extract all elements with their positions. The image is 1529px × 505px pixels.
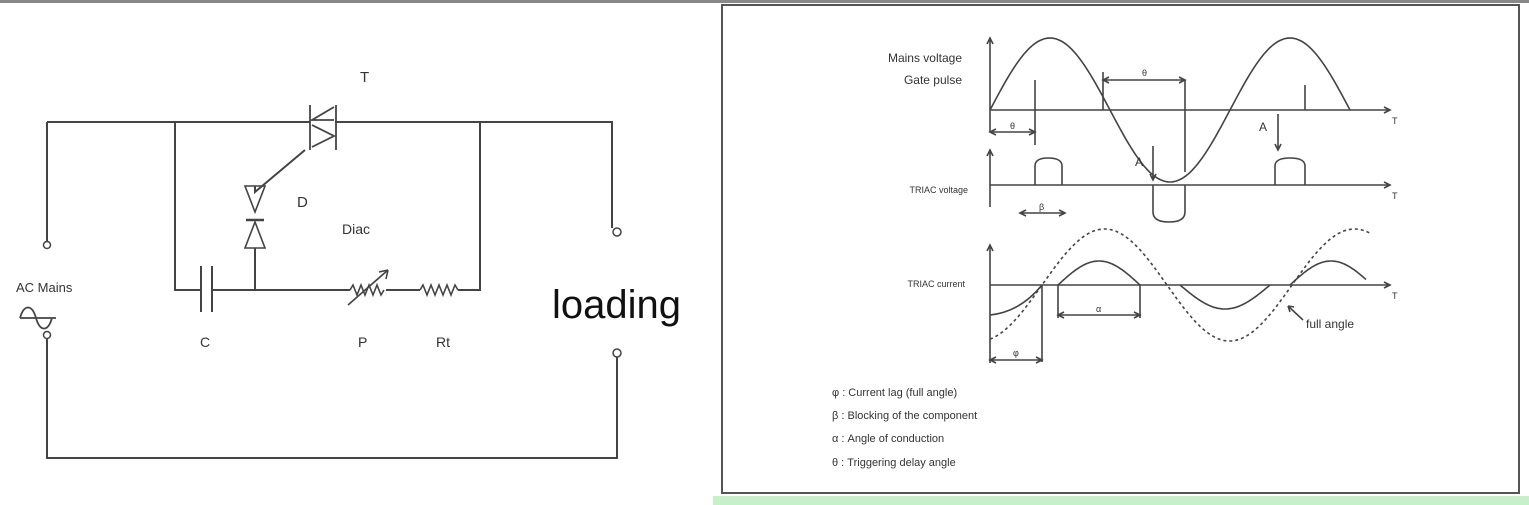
label-diac: Diac	[342, 221, 370, 237]
terminal-source-top	[42, 240, 52, 250]
legend-item: α : Angle of conduction	[832, 433, 944, 445]
triac-current-full-angle-wave	[989, 228, 1371, 342]
mark-full-angle: full angle	[1306, 317, 1354, 331]
label-ac-mains: AC Mains	[16, 280, 73, 295]
axis-t-1: T	[1392, 116, 1398, 126]
clipped-caption-strip	[0, 0, 1529, 3]
arrow-a-2	[1274, 114, 1282, 152]
axis-t-3: T	[1392, 291, 1398, 301]
label-d: D	[297, 194, 308, 211]
axis-1	[986, 36, 1392, 132]
beta-arrow	[1018, 209, 1067, 217]
mark-theta-1: θ	[1010, 121, 1015, 131]
triac-current-segment-4	[1289, 260, 1367, 286]
theta-arrow-2	[1101, 76, 1187, 84]
phi-arrow	[988, 356, 1044, 364]
terminal-load-bottom	[612, 348, 622, 358]
label-mains-voltage: Mains voltage	[888, 51, 962, 65]
label-triac: T	[360, 69, 369, 86]
wire-rt-to-right	[458, 122, 481, 291]
wire-top	[47, 121, 613, 228]
triac-voltage-pulse-2	[1152, 185, 1186, 223]
mark-a-1: A	[1135, 155, 1143, 169]
legend-item: θ : Triggering delay angle	[832, 457, 956, 469]
legend-item: φ : Current lag (full angle)	[832, 387, 957, 399]
label-triac-voltage: TRIAC voltage	[909, 185, 968, 195]
triac-icon	[308, 105, 337, 150]
label-capacitor: C	[200, 334, 210, 350]
legend-item: β : Blocking of the component	[832, 410, 977, 422]
terminal-load-top	[612, 227, 622, 237]
theta-arrow-1	[988, 128, 1037, 136]
legend: φ : Current lag (full angle) β : Blockin…	[832, 387, 977, 469]
waveform-frame	[721, 4, 1520, 494]
mark-theta-2: θ	[1142, 68, 1147, 78]
triac-current-segment-3	[1179, 284, 1271, 310]
diac-icon	[243, 149, 306, 290]
mark-phi: φ	[1013, 348, 1019, 358]
axis-t-2: T	[1392, 191, 1398, 201]
triac-current-segment-2	[1057, 260, 1141, 286]
resistor-icon	[419, 282, 459, 298]
circuit-schematic	[19, 105, 622, 459]
terminal-source-bottom	[42, 330, 52, 340]
arrow-a-1	[1149, 146, 1157, 182]
wire-branch-left	[174, 122, 200, 291]
label-gate-pulse: Gate pulse	[904, 73, 962, 87]
label-resistor: Rt	[436, 334, 450, 350]
triac-current-segment-1	[989, 284, 1043, 316]
triac-voltage-pulse-1	[1034, 157, 1063, 185]
axis-3	[986, 243, 1392, 363]
label-triac-current: TRIAC current	[907, 279, 965, 289]
gate-pulse-markers	[1034, 80, 1306, 172]
accent-bar	[713, 496, 1529, 505]
triac-voltage-pulse-3	[1274, 157, 1306, 185]
mark-alpha: α	[1096, 304, 1101, 314]
wire-left-source-bottom	[46, 339, 618, 459]
ac-source-icon	[19, 306, 56, 330]
axis-2	[986, 148, 1392, 207]
full-angle-pointer	[1287, 305, 1304, 321]
mains-voltage-wave	[989, 37, 1351, 183]
mark-beta: β	[1039, 202, 1044, 212]
alpha-arrow	[1056, 311, 1142, 319]
current-markers	[1041, 285, 1141, 362]
waveform-plots	[986, 36, 1392, 364]
mark-a-2: A	[1259, 120, 1267, 134]
label-potentiometer: P	[358, 334, 367, 350]
potentiometer-icon	[347, 269, 389, 306]
capacitor-icon	[200, 266, 213, 312]
label-load: loading	[552, 283, 681, 327]
